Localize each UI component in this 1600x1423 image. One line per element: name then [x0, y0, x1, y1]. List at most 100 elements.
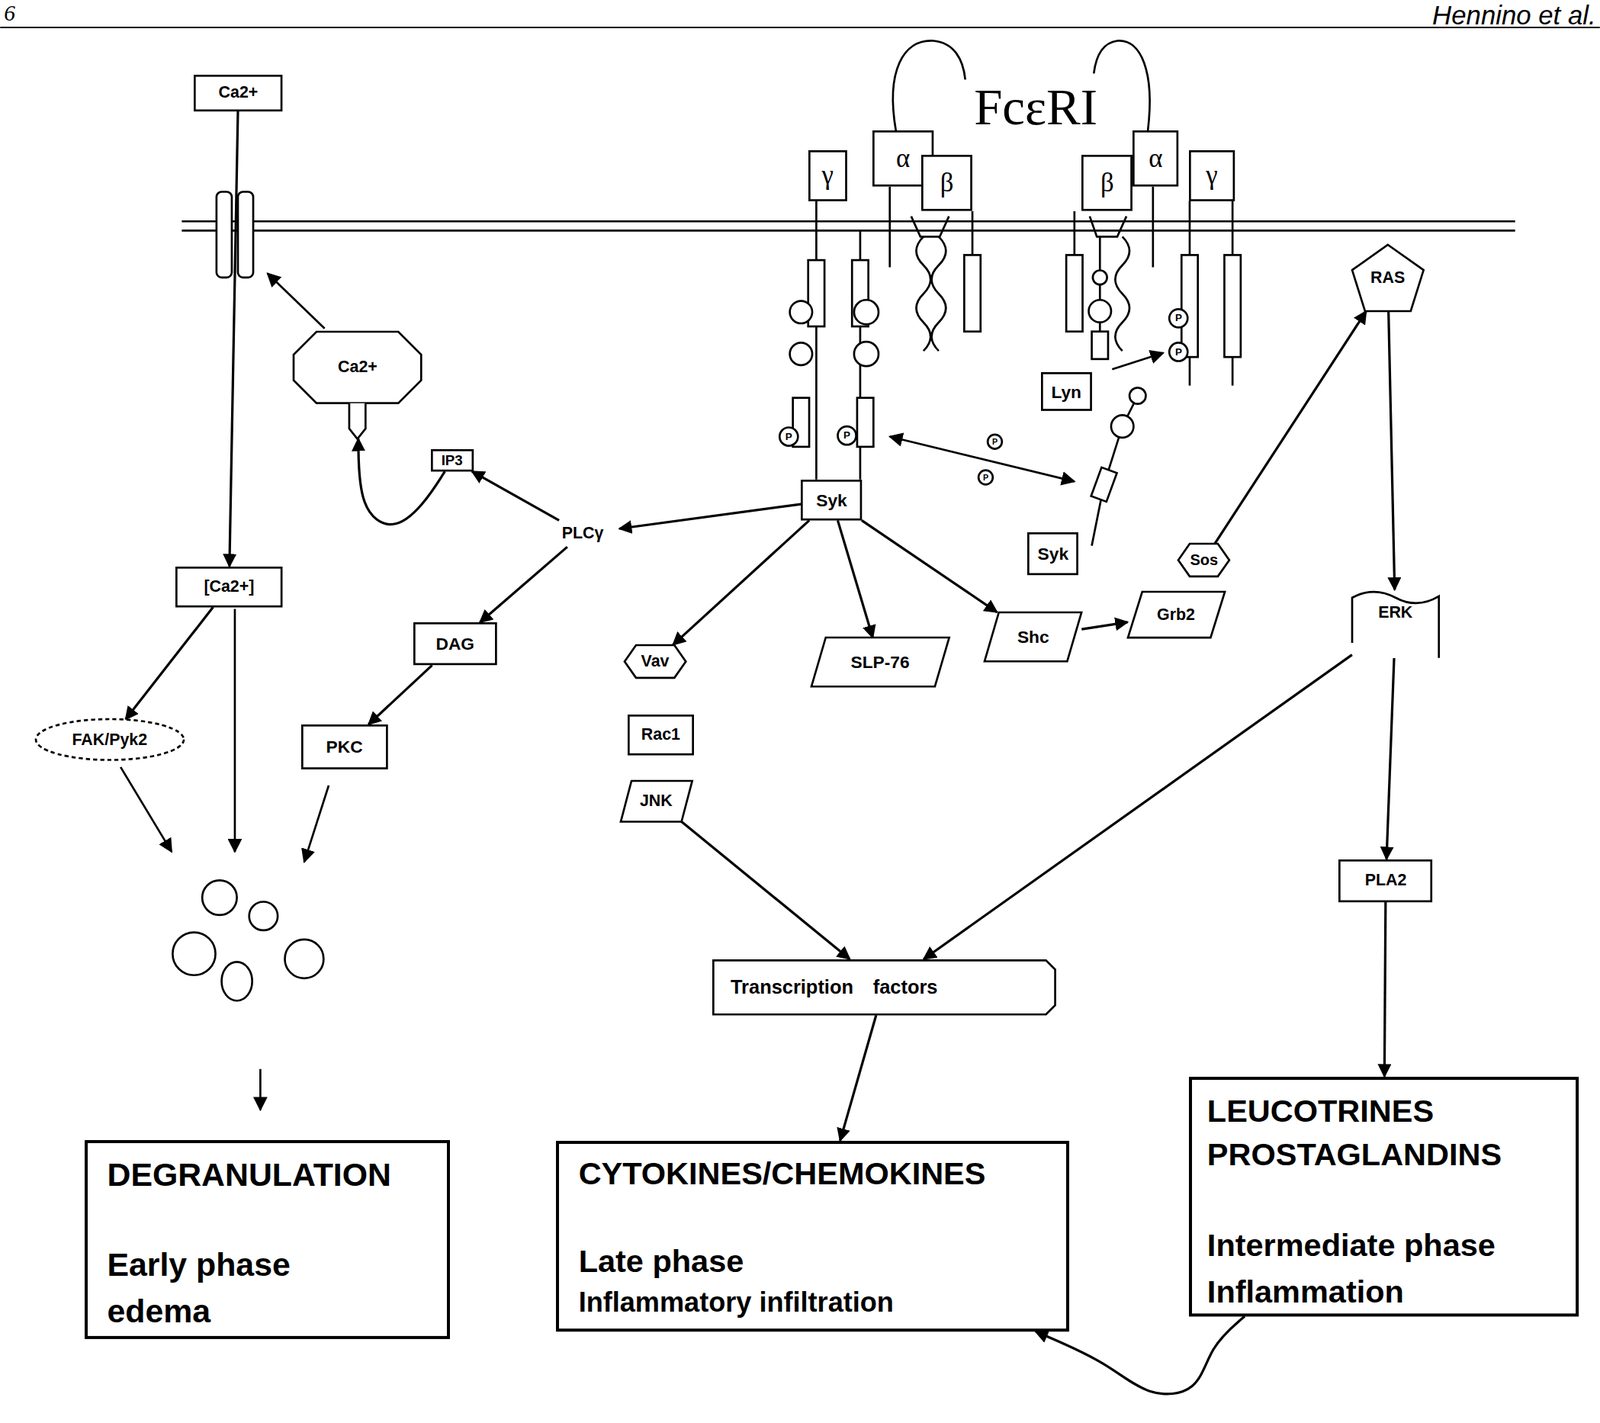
node-label: Rac1 [641, 725, 681, 745]
adaptor-hexagon: Vav [624, 645, 686, 678]
granule [221, 961, 253, 1001]
node-label: γ [1205, 160, 1218, 191]
signal-arrow [479, 546, 568, 623]
kinase-box: Syk [1027, 532, 1079, 576]
calcium-store: Ca2+ [293, 331, 421, 439]
phospho-circle [1169, 342, 1188, 361]
beta-chain [1092, 331, 1109, 360]
membrane [181, 220, 1515, 223]
adaptor-hexagon: Sos [1178, 543, 1230, 577]
signal-arrow [125, 607, 214, 720]
granule-arrow [304, 785, 329, 862]
itam-motif [854, 299, 879, 325]
receptor-subunit: β [1081, 154, 1133, 212]
calcium-channel [216, 191, 232, 277]
outcome-box: CYTOKINES/CHEMOKINESLate phaseInflammato… [555, 1140, 1070, 1332]
calcium-box: [Ca2+] [175, 566, 283, 608]
box-heading: DEGRANULATION [106, 1156, 391, 1194]
kinase-oval: FAK/Pyk2 [35, 719, 184, 761]
header-rule [0, 26, 1600, 29]
gamma-chain [815, 201, 818, 480]
node-label: DAG [435, 633, 475, 654]
node-label: Syk [1037, 543, 1069, 564]
node-label: β [1100, 167, 1115, 199]
outcome-box: DEGRANULATION Early phase edema [84, 1140, 450, 1340]
kinase-box: Syk [800, 479, 862, 521]
signal-arrow [229, 111, 238, 567]
granule [249, 901, 278, 930]
adaptor-box: Shc [984, 612, 1082, 662]
node-label: JNK [639, 791, 673, 811]
signal-arrow [681, 821, 850, 960]
gtpase-box: Rac1 [627, 714, 694, 756]
ion-box: Ca2+ [193, 74, 283, 112]
calcium-channel [237, 191, 254, 277]
gamma-chain [1224, 254, 1241, 357]
signal-arrow [837, 520, 873, 638]
receptor-subunit: α [1132, 130, 1179, 187]
beta-chain [915, 236, 931, 351]
node-label: RAS [1370, 268, 1405, 288]
signal-arrow [472, 471, 560, 521]
alpha-chain [1151, 186, 1154, 268]
receptor-arc [1093, 40, 1150, 131]
itam-motif [1092, 269, 1108, 285]
phosphorylation-arrow [1111, 353, 1164, 370]
adaptor-box: SLP-76 [811, 637, 950, 687]
transcription-box: Transcription factors [712, 959, 1057, 1016]
author-header: Hennino et al. [1432, 2, 1597, 29]
kinase-box: Lyn [1040, 372, 1093, 412]
phospho-mark: P [843, 430, 851, 441]
signal-arrow [1214, 311, 1367, 544]
kinase-domain [1091, 467, 1118, 502]
box-body: Early phase edema [106, 1241, 352, 1334]
gamma-chain [1181, 254, 1198, 357]
phospho-circle [987, 434, 1003, 450]
phospho-mark: P [983, 473, 989, 482]
signal-arrow [1384, 902, 1385, 1077]
node-label: Grb2 [1156, 605, 1196, 625]
node-outline [1352, 589, 1440, 659]
phospho-mark: P [992, 437, 998, 447]
beta-chain [931, 236, 947, 351]
granule-arrow [120, 767, 172, 852]
itam-motif [790, 301, 813, 324]
itam-motif [1089, 299, 1112, 322]
node-label: SLP-76 [850, 652, 910, 672]
node-label: ERK [1378, 603, 1413, 623]
signal-arrow [1386, 658, 1395, 860]
sh2-domain [1111, 414, 1134, 437]
beta-chain [963, 254, 980, 331]
phospho-circle [779, 427, 798, 446]
receptor-name: FcεRI [973, 81, 1098, 133]
beta-chain [1066, 254, 1083, 331]
beta-chain [1089, 216, 1127, 238]
node-outline [293, 331, 421, 439]
alpha-chain [888, 186, 891, 268]
granule-arrow [234, 609, 237, 852]
phospho-mark: P [1175, 346, 1183, 357]
sh2-domain [1129, 387, 1146, 404]
gamma-chain [857, 398, 874, 447]
messenger-box: DAG [413, 622, 498, 666]
syk-link [1092, 395, 1138, 547]
beta-chain [1114, 236, 1130, 351]
receptor-arc [893, 40, 966, 131]
signal-arrow [619, 504, 801, 529]
signal-arrow [923, 655, 1353, 960]
node-label: IP3 [441, 452, 463, 470]
node-label: Lyn [1050, 382, 1082, 402]
node-label: FAK/Pyk2 [71, 730, 148, 750]
messenger-box: IP3 [430, 449, 474, 472]
enzyme-label: PLCγ [546, 520, 620, 547]
node-label: Ca2+ [337, 357, 378, 377]
signal-arrow [840, 1015, 877, 1141]
membrane [181, 229, 1515, 232]
signal-arrow [368, 665, 432, 725]
gtpase-pentagon: RAS [1352, 244, 1424, 312]
node-label: PLCγ [562, 523, 605, 543]
node-label: Sos [1189, 551, 1218, 569]
granule [172, 932, 216, 976]
phospho-mark: P [1175, 313, 1183, 324]
granule-arrow [259, 1069, 262, 1111]
